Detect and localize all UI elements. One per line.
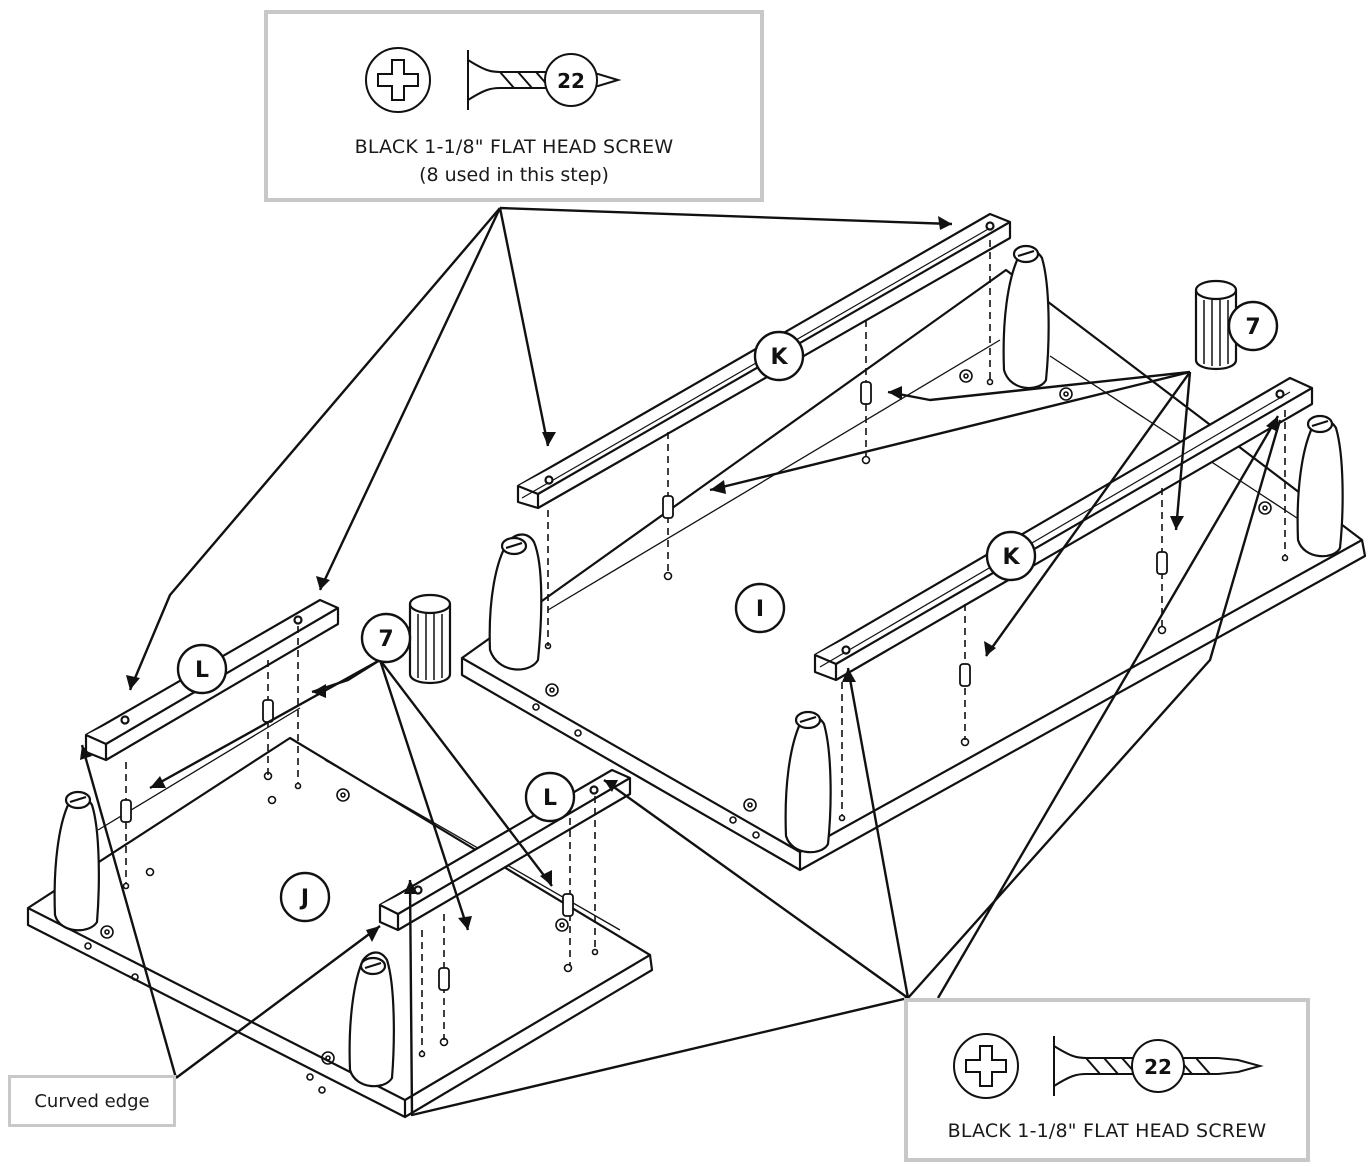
hardware-title: BLACK 1-1/8" FLAT HEAD SCREW — [947, 1120, 1267, 1142]
screw-badge: 22 — [557, 69, 585, 93]
part-label-l: L — [543, 786, 557, 811]
dowel-callout: 7 — [378, 627, 393, 652]
holes — [84, 369, 1289, 1094]
rail-k-front — [813, 376, 1314, 682]
curved-edge-note: Curved edge — [8, 1075, 176, 1127]
hardware-subtitle: (8 used in this step) — [419, 164, 609, 186]
hardware-title: BLACK 1-1/8" FLAT HEAD SCREW — [354, 136, 674, 158]
feet — [53, 244, 1344, 1088]
hardware-box-top: 22 BLACK 1-1/8" FLAT HEAD SCREW (8 used … — [264, 10, 764, 202]
hardware-box-bottom: 22 BLACK 1-1/8" FLAT HEAD SCREW — [904, 998, 1310, 1162]
part-circles — [176, 300, 1279, 923]
screw-icon: 22 — [365, 47, 622, 113]
panel-j — [26, 707, 654, 1119]
part-label-k: K — [770, 345, 788, 370]
leader-lines — [80, 206, 1282, 1117]
screw-badge: 22 — [1144, 1055, 1172, 1079]
screw-icon: 22 — [953, 1033, 1264, 1099]
dowel-icon-right — [1194, 279, 1238, 371]
part-label-i: I — [756, 597, 764, 622]
dowel-callout: 7 — [1245, 315, 1260, 340]
arrowheads — [80, 216, 1278, 942]
part-label-l: L — [195, 658, 209, 683]
dowel-icon-left — [408, 593, 452, 685]
part-label-j: J — [299, 886, 309, 911]
part-label-k: K — [1002, 545, 1020, 570]
